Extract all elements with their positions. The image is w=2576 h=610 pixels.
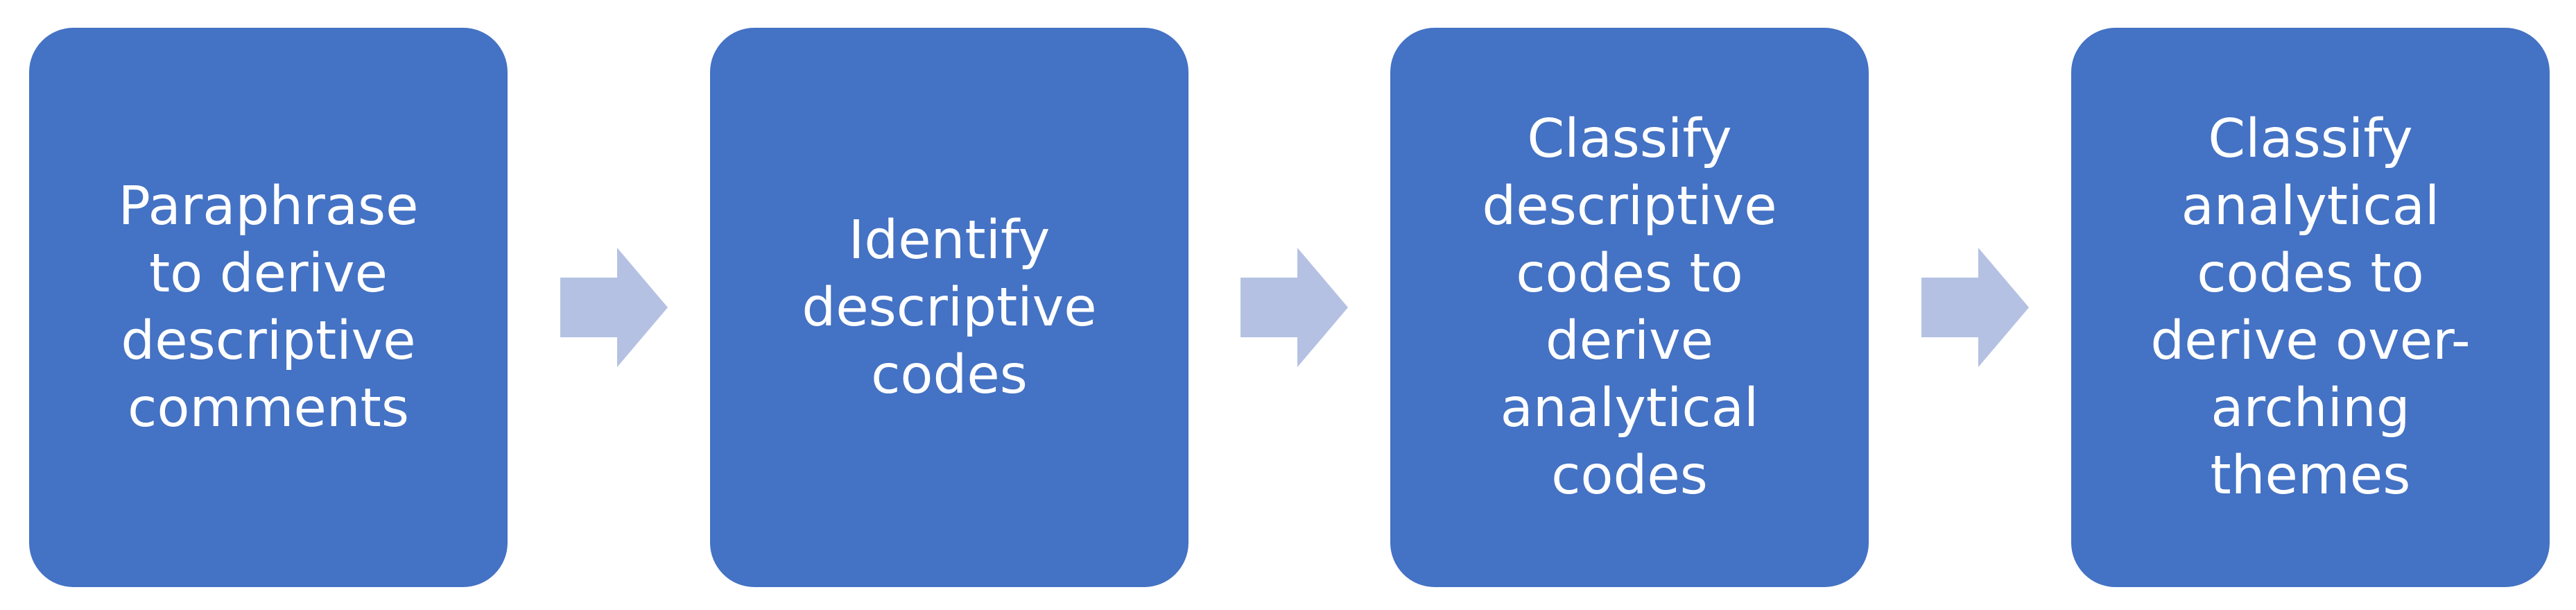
step-label: Paraphrase to derive descriptive comment… [118, 176, 419, 439]
step-box-classify-analytical: Classify analytical codes to derive over… [2071, 28, 2550, 587]
arrow-shape [1241, 248, 1348, 367]
right-arrow-icon [1921, 248, 2029, 367]
step-box-classify-descriptive: Classify descriptive codes to derive ana… [1390, 28, 1869, 587]
step-label: Classify analytical codes to derive over… [2150, 108, 2471, 507]
right-arrow-icon [560, 248, 668, 367]
step-box-paraphrase: Paraphrase to derive descriptive comment… [29, 28, 508, 587]
step-box-identify-codes: Identify descriptive codes [710, 28, 1188, 587]
right-arrow-icon [1241, 248, 1348, 367]
step-label: Classify descriptive codes to derive ana… [1482, 108, 1777, 507]
arrow-shape [1921, 248, 2029, 367]
step-label: Identify descriptive codes [802, 209, 1097, 406]
arrow-shape [560, 248, 668, 367]
